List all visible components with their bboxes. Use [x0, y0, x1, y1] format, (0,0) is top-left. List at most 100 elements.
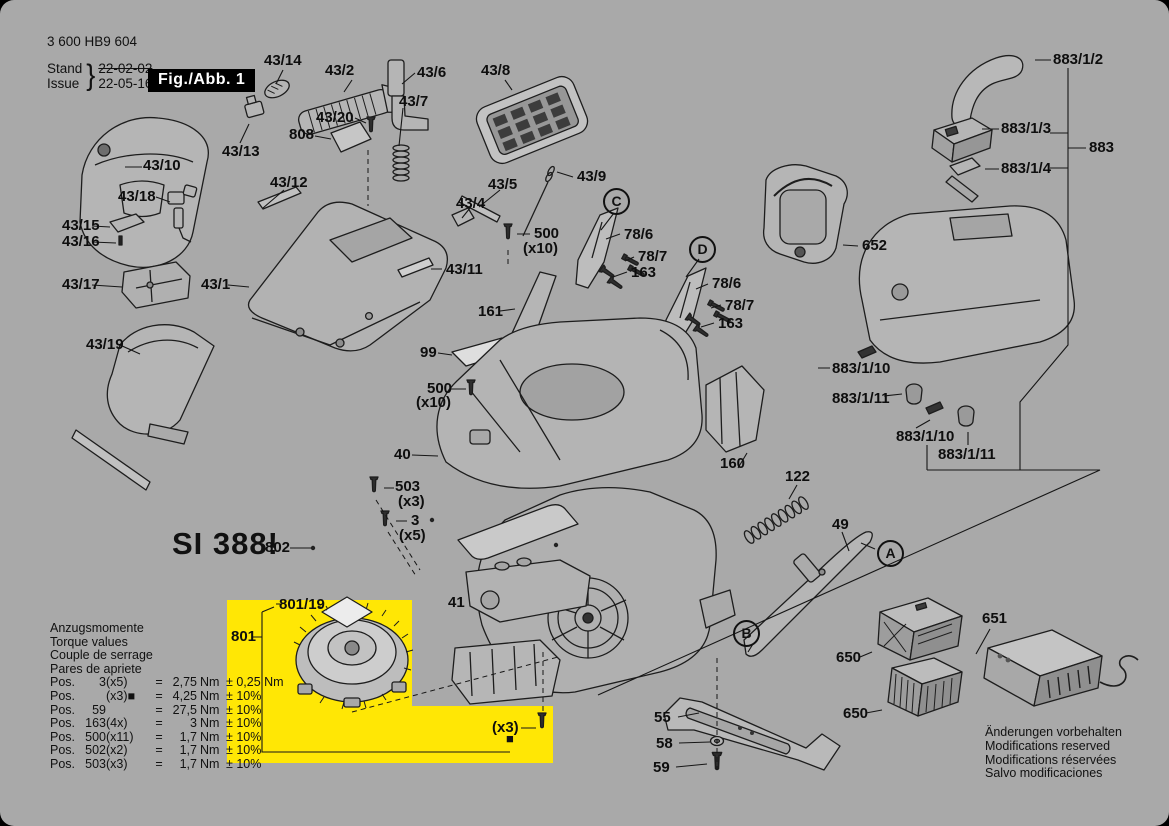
torque-cell: Pos.	[50, 688, 76, 703]
torque-cell: (x2)	[106, 743, 128, 758]
part-drawing-lever-436	[387, 59, 429, 131]
callout-circle: A	[877, 540, 904, 567]
part-drawing-clip-4313	[244, 94, 265, 119]
part-drawing-battery-650b	[887, 657, 963, 717]
part-label: 43/14	[264, 52, 302, 69]
issue-label: Issue	[47, 75, 80, 91]
torque-heading-line: Anzugsmomente	[50, 621, 144, 635]
part-drawing-motor-801	[293, 601, 414, 710]
figure-label-box: Fig./Abb. 1	[148, 69, 256, 92]
part-label: 43/13	[222, 143, 260, 160]
part-drawing-clip-4315	[109, 213, 145, 233]
part-label: 78/7	[725, 297, 755, 314]
torque-cell: ± 0,25 Nm	[226, 675, 284, 690]
torque-cell: ± 10%	[226, 702, 262, 717]
callout-circle: D	[689, 236, 716, 263]
part-label: 43/7	[399, 93, 429, 110]
part-drawing-lever-49	[743, 531, 873, 657]
torque-cell: Pos.	[50, 716, 76, 731]
document-number: 3 600 HB9 604	[47, 34, 138, 49]
torque-cell: Pos.	[50, 743, 76, 758]
part-label: 78/6	[712, 275, 742, 292]
torque-cell: Pos.	[50, 756, 76, 771]
torque-cell: Nm	[200, 716, 220, 731]
part-label: 801	[231, 628, 257, 645]
torque-cell: 503	[85, 756, 106, 771]
revision-brace: }	[86, 58, 96, 92]
part-label: 883/1/3	[1001, 120, 1052, 137]
part-drawing-pin-4316	[118, 235, 123, 246]
part-label: 883/1/11	[938, 446, 996, 463]
part-drawing-strip-4311	[397, 257, 434, 278]
torque-cell: (x3)■	[106, 688, 136, 703]
stand-label: Stand	[47, 60, 83, 76]
callout-circle: C	[603, 188, 630, 215]
torque-cell: ± 10%	[226, 756, 262, 771]
part-drawing-handle-88312	[951, 55, 1024, 128]
torque-cell: (x11)	[106, 729, 134, 744]
part-drawing-keypad	[475, 75, 589, 165]
part-drawing-blade-55	[663, 697, 841, 771]
part-label: 43/18	[118, 188, 156, 205]
part-label: (x3)	[398, 493, 425, 510]
torque-cell: 163	[85, 716, 106, 731]
part-label: 43/9	[577, 168, 607, 185]
torque-cell: =	[155, 729, 163, 744]
part-label: 43/11	[446, 261, 483, 278]
part-label: 163	[631, 264, 657, 281]
part-drawing-strip-435	[458, 195, 501, 223]
part-label: (x3)	[492, 719, 519, 736]
part-label: 161	[478, 303, 504, 320]
part-label: 500	[534, 225, 560, 242]
part-label: 99	[420, 344, 437, 361]
part-drawing-box-4317	[121, 261, 191, 309]
torque-cell: Nm	[200, 743, 220, 758]
part-label: 808	[289, 126, 315, 143]
part-drawing-spring-437	[392, 144, 410, 182]
torque-cell: Nm	[200, 702, 220, 717]
torque-cell: Nm	[200, 729, 220, 744]
part-label: 78/7	[638, 248, 668, 265]
part-label: 122	[785, 468, 811, 485]
part-label: 49	[832, 516, 849, 533]
torque-cell: ± 10%	[226, 688, 262, 703]
callout-circle: B	[733, 620, 760, 647]
part-label: 43/20	[316, 109, 354, 126]
part-drawing-frame-652	[762, 164, 848, 264]
part-label: 43/1	[201, 276, 231, 293]
torque-cell: 1,7	[179, 743, 197, 758]
part-drawing-box-88313	[931, 117, 993, 163]
torque-cell: Nm	[200, 675, 220, 690]
torque-heading-line: Pares de apriete	[50, 661, 142, 676]
part-drawing-rear-cover-883	[858, 205, 1076, 364]
part-label: (x5)	[399, 527, 426, 544]
torque-cell: Nm	[200, 688, 220, 703]
part-label: 883/1/11	[832, 390, 890, 407]
si-note: SI 388!	[172, 526, 279, 561]
part-label: 801/19	[279, 596, 325, 613]
part-label: 43/19	[86, 336, 124, 353]
part-label: 43/12	[270, 174, 308, 191]
bracket-801	[252, 606, 510, 753]
torque-cell: =	[155, 675, 163, 690]
part-drawing-upper-housing	[247, 201, 449, 352]
torque-heading-line: Torque values	[50, 634, 128, 649]
torque-cell: 502	[85, 743, 106, 758]
torque-cell: Pos.	[50, 702, 76, 717]
part-label: 43/15	[62, 217, 100, 234]
torque-cell: 3	[99, 675, 106, 690]
part-label: 652	[862, 237, 888, 254]
part-label: 43/5	[488, 176, 518, 193]
torque-cell: =	[155, 702, 163, 717]
part-drawing-button-4314	[264, 79, 290, 99]
part-label: 59	[653, 759, 670, 776]
part-label: 802	[265, 539, 291, 556]
part-label: 78/6	[624, 226, 654, 243]
part-label: 43/8	[481, 62, 511, 79]
